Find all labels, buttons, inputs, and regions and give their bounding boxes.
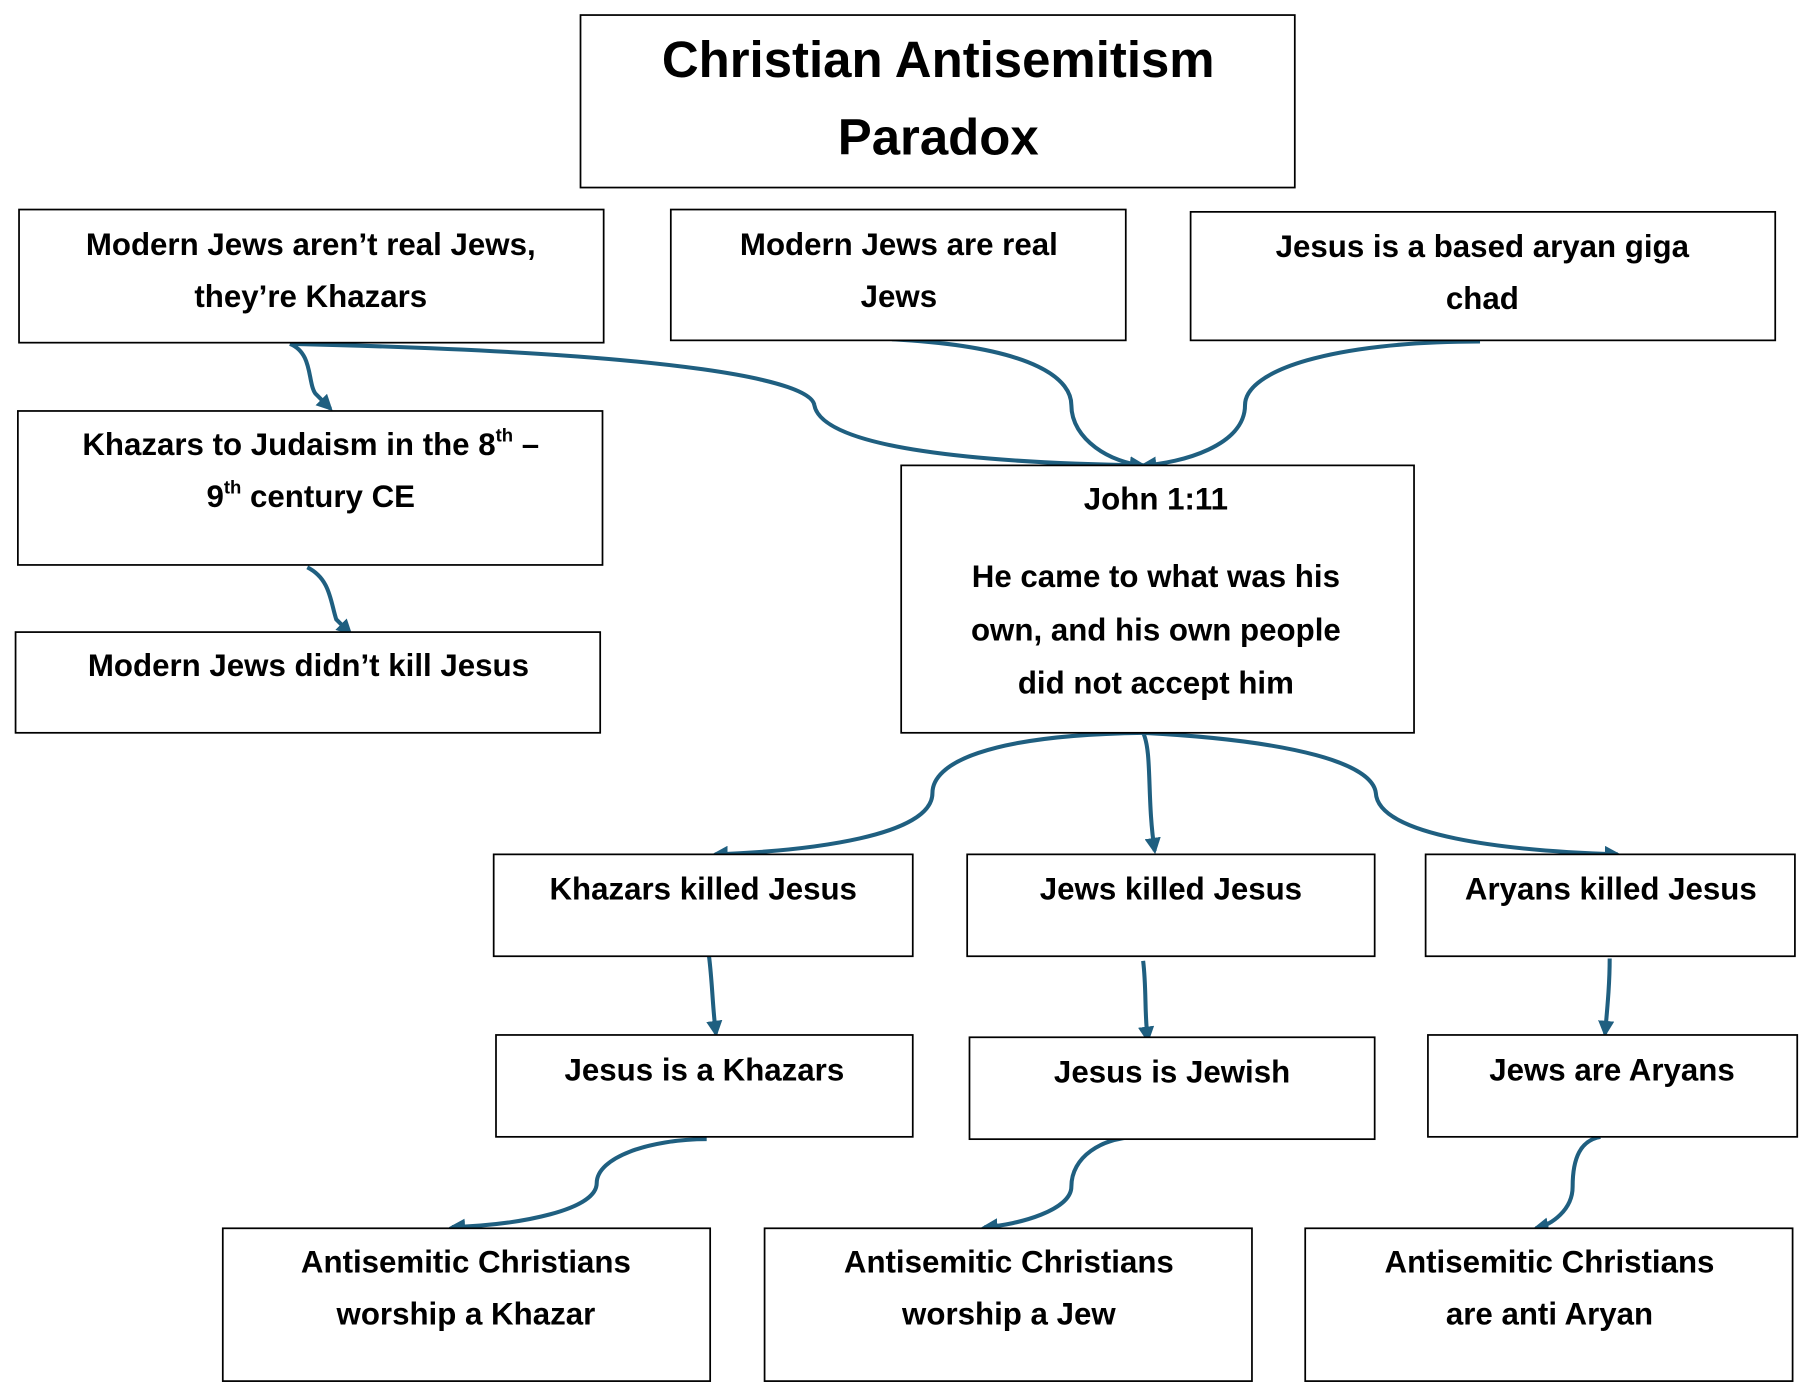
node-khazars-killed: Khazars killed Jesus [492,853,914,958]
node-jesus-khazar: Jesus is a Khazars [495,1034,914,1138]
node-john: John 1:11 He came to what was his own, a… [900,464,1415,734]
node-aryans-killed: Aryans killed Jesus [1424,853,1796,958]
title-line2: Paradox [838,109,1039,166]
node-worship-jew: Antisemitic Christians worship a Jew [763,1227,1253,1382]
title-box: Christian Antisemitism Paradox [579,14,1296,189]
arrow-jewskilled-to-jesusjewish [1138,960,1155,1043]
arrow-john-to-jewskilled [1141,731,1161,855]
node-text: Antisemitic Christians [1385,1244,1715,1279]
node-didnt-kill: Modern Jews didn’t kill Jesus [14,631,602,734]
title-line1: Christian Antisemitism [662,31,1215,88]
node-text: Jews killed Jesus [1040,872,1302,907]
connectors [289,337,1622,1235]
node-jesus-jewish: Jesus is Jewish [968,1036,1376,1141]
arrow-jesuskhazar-to-worshipkhazar [448,1137,707,1235]
node-text: Jesus is Jewish [1054,1055,1290,1090]
node-text: Modern Jews are real [740,227,1058,262]
arrow-jewsaryans-to-antiaryan [1532,1134,1601,1234]
arrow-aryanskilled-to-jewsaryans [1598,958,1615,1038]
node-text: Jews are Aryans [1489,1052,1735,1087]
node-text: they’re Khazars [194,279,427,314]
node-text: 9th century CE [206,476,415,514]
node-text: Aryans killed Jesus [1465,872,1757,907]
node-text: Jesus is a based aryan giga [1276,229,1690,264]
arrow-john-to-khazarskilled [711,730,1144,862]
node-text: Khazars to Judaism in the 8th – [82,424,539,462]
node-aryan-jesus: Jesus is a based aryan giga chad [1189,210,1777,342]
arrow-aryan-to-john [1139,339,1481,473]
node-text: chad [1446,281,1519,316]
arrow-khazars-to-judaism [289,341,333,411]
node-text: worship a Jew [901,1297,1116,1332]
node-text: Jesus is a Khazars [565,1052,845,1087]
node-not-real-jews: Modern Jews aren’t real Jews, they’re Kh… [18,208,605,344]
node-text: Modern Jews aren’t real Jews, [86,227,536,262]
node-text: Jews [861,279,937,314]
node-text: Khazars killed Jesus [549,872,856,907]
arrow-john-to-aryanskilled [1143,730,1622,863]
node-text: He came to what was his [972,559,1340,594]
arrow-khazarskilled-to-jesuskhazar [706,955,723,1038]
arrow-jesusjewish-to-worshipjew [981,1134,1141,1235]
node-text: are anti Aryan [1446,1297,1653,1332]
node-text: Modern Jews didn’t kill Jesus [88,648,529,683]
node-text: Antisemitic Christians [301,1244,631,1279]
node-text: worship a Khazar [336,1297,596,1332]
node-text: Antisemitic Christians [844,1244,1174,1279]
arrow-realjews-to-john [891,337,1147,473]
node-jews-aryans: Jews are Aryans [1427,1034,1799,1138]
node-text: John 1:11 [1084,482,1228,517]
node-anti-aryan: Antisemitic Christians are anti Aryan [1304,1227,1794,1382]
node-real-jews: Modern Jews are real Jews [669,208,1127,342]
arrow-judaism-to-didntkill [306,565,353,636]
arrow-khazars-to-john [289,341,1147,474]
node-jews-killed: Jews killed Jesus [966,853,1376,958]
node-text: did not accept him [1018,666,1294,701]
node-worship-khazar: Antisemitic Christians worship a Khazar [221,1227,712,1382]
node-text: own, and his own people [971,612,1341,647]
node-khazars-judaism: Khazars to Judaism in the 8th – 9th cent… [17,410,604,566]
